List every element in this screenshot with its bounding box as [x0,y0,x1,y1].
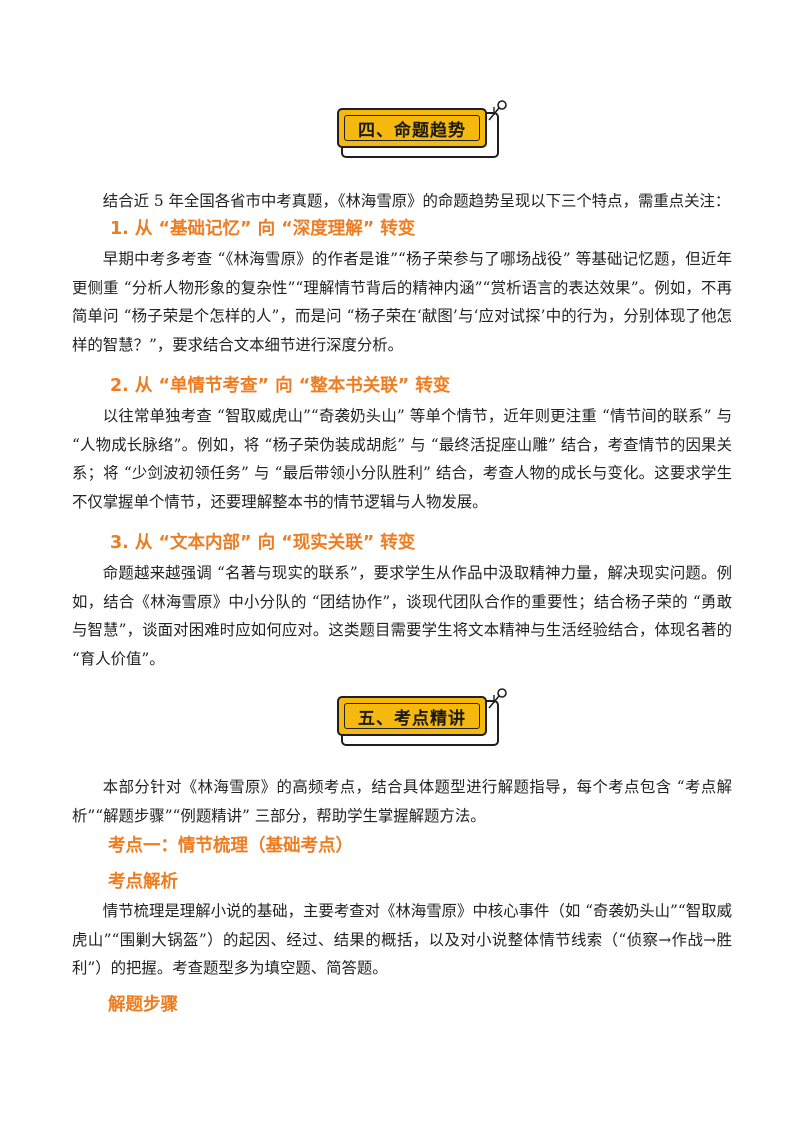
badge-box: 五、考点精讲 [337,696,487,736]
badge-inner-border [344,115,480,141]
badge-box: 四、命题趋势 [337,108,487,148]
analysis-text: 情节梳理是理解小说的基础，主要考查对《林海雪原》中核心事件（如 “奇袭奶头山”“… [72,902,732,977]
section-title: 四、命题趋势 [358,120,466,141]
badge-inner-border [344,703,480,729]
sparkle-icon [488,100,507,121]
point1-title: 考点一：情节梳理（基础考点） [108,836,353,856]
trend-text-1: 早期中考多考查 “《林海雪原》的作者是谁”“杨子荣参与了哪场战役” 等基础记忆题… [72,250,732,354]
section-title: 五、考点精讲 [358,708,466,729]
section-badge-trend: 四、命题趋势 [337,98,517,168]
section-intro: 结合近 5 年全国各省市中考真题，《林海雪原》的命题趋势呈现以下三个特点，需重点… [102,192,731,210]
trend-text-2: 以往常单独考查 “智取威虎山”“奇袭奶头山” 等单个情节，近年则更注重 “情节间… [72,407,732,511]
analysis-title: 考点解析 [108,872,178,892]
trend-heading-1: 1. 从 “基础记忆” 向 “深度理解” 转变 [110,219,416,239]
section-badge-points: 五、考点精讲 [337,686,517,756]
trend-heading-2: 2. 从 “单情节考查” 向 “整本书关联” 转变 [110,376,451,396]
trend-heading-3: 3. 从 “文本内部” 向 “现实关联” 转变 [110,533,416,553]
section5-intro: 本部分针对《林海雪原》的高频考点，结合具体题型进行解题指导，每个考点包含 “考点… [72,778,732,825]
trend-text-3: 命题越来越强调 “名著与现实的联系”，要求学生从作品中汲取精神力量，解决现实问题… [72,564,732,668]
steps-title: 解题步骤 [108,995,178,1015]
sparkle-icon [488,688,507,709]
